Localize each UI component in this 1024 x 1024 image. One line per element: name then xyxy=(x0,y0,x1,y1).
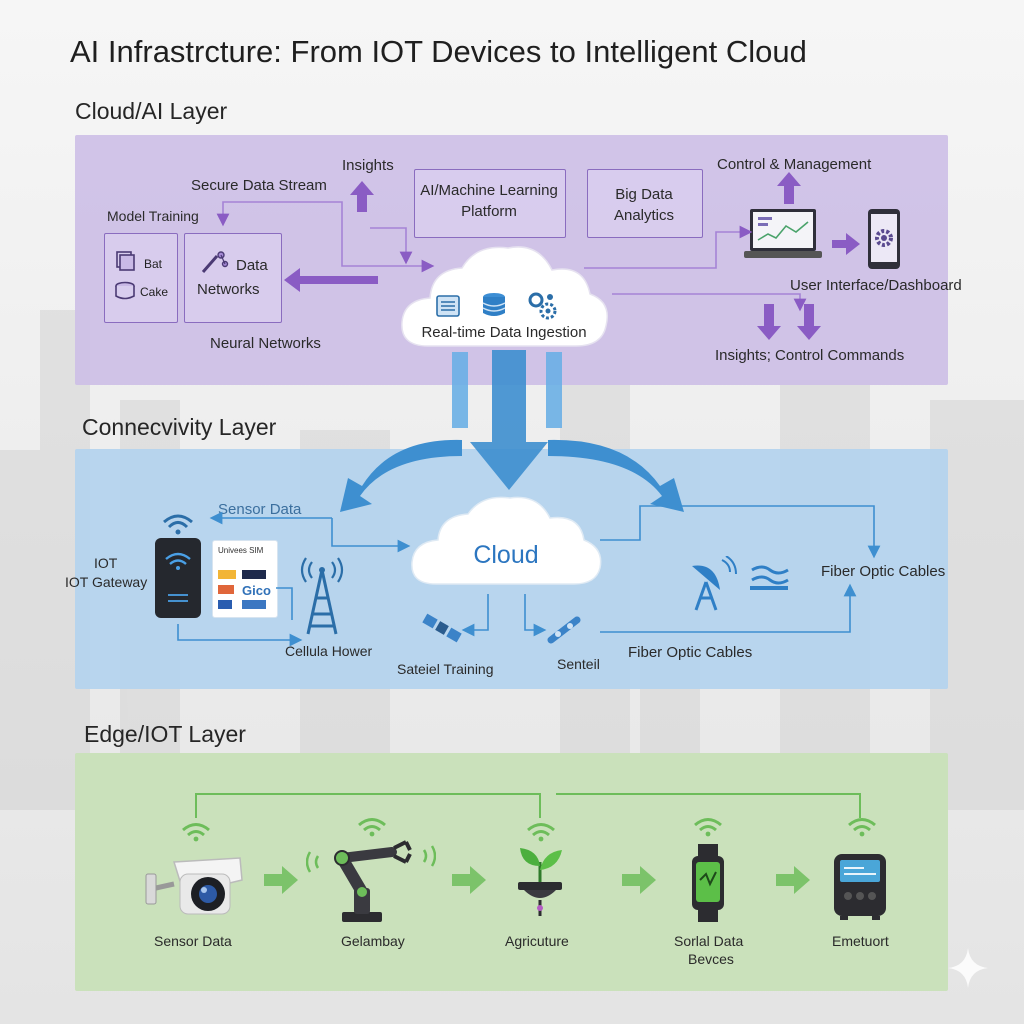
storage-tray-icon xyxy=(115,281,135,300)
robot-wifi-icon xyxy=(358,818,386,837)
gear-nodes-icon xyxy=(528,292,557,320)
meter-wifi-icon xyxy=(848,818,876,837)
neural-networks-label: Neural Networks xyxy=(210,335,321,352)
cellular-tower-icon xyxy=(300,557,344,635)
model-training-label: Model Training xyxy=(107,208,199,224)
cake-label: Cake xyxy=(140,285,169,299)
cellular-tower-label: Cellula Hower xyxy=(285,643,373,659)
satellite-training-label: Sateiel Training xyxy=(397,661,494,677)
cloud-layer-heading: Cloud/AI Layer xyxy=(75,98,228,124)
edge-device-label-2: Agricuture xyxy=(505,933,569,949)
network-pencil-icon xyxy=(201,251,229,273)
control-management-label: Control & Management xyxy=(717,156,872,173)
real-time-ingestion-label: Real-time Data Ingestion xyxy=(421,324,587,341)
big-data-box xyxy=(587,169,703,238)
sim-title: Univees SIM xyxy=(218,546,264,555)
phone-settings-icon xyxy=(868,209,900,269)
senteil-label: Senteil xyxy=(557,656,600,672)
sim-logo-wide xyxy=(242,600,266,609)
connectivity-cloud-shape xyxy=(411,496,602,585)
plant-sensor-icon xyxy=(518,848,562,916)
edge-device-label-4: Emetuort xyxy=(832,933,889,949)
gateway-wifi-icon xyxy=(163,514,193,535)
insights-control-commands-label: Insights; Control Commands xyxy=(715,347,905,364)
page-title: AI Infrastrcture: From IOT Devices to In… xyxy=(70,34,807,69)
security-camera-icon xyxy=(145,857,243,915)
data-networks-box xyxy=(184,233,282,323)
satellite-icon xyxy=(422,613,462,643)
model-training-box xyxy=(104,233,178,323)
fiber-optic-cables-right-label: Fiber Optic Cables xyxy=(821,563,946,580)
plant-wifi-icon xyxy=(527,823,555,842)
smartwatch-icon xyxy=(692,844,724,922)
data-label: Data xyxy=(236,257,268,274)
connectivity-layer-heading: Connecvivity Layer xyxy=(82,414,277,440)
big-data-line2: Analytics xyxy=(613,207,675,224)
sim-logo-orange xyxy=(218,585,234,594)
bat-label: Bat xyxy=(144,257,163,271)
edge-device-label-0: Sensor Data xyxy=(154,933,232,949)
cloud-label: Cloud xyxy=(473,541,539,569)
iot-gateway-label: IOT Gateway xyxy=(65,574,148,590)
edge-device-label-1: Gelambay xyxy=(341,933,405,949)
networks-label: Networks xyxy=(197,281,260,298)
insights-label: Insights xyxy=(342,157,394,174)
smart-meter-icon xyxy=(834,854,886,920)
fiber-optic-cables-bottom-label: Fiber Optic Cables xyxy=(628,644,753,661)
sim-logo-blue xyxy=(218,600,232,609)
sim-logo-yellow xyxy=(218,570,236,579)
watch-wifi-icon xyxy=(694,818,722,837)
user-interface-dashboard-label: User Interface/Dashboard xyxy=(790,277,962,294)
laptop-dashboard-icon xyxy=(744,209,822,258)
satellite-dish-icon xyxy=(692,556,737,611)
iot-gateway-device-icon xyxy=(155,538,201,618)
sim-logo-dark xyxy=(242,570,266,579)
edge-device-label-3: Sorlal Data xyxy=(674,933,744,949)
sensor-data-label: Sensor Data xyxy=(218,501,302,518)
documents-icon xyxy=(116,251,135,271)
ml-platform-box xyxy=(414,169,566,238)
fiber-cable-icon xyxy=(750,565,789,590)
ml-platform-line1: AI/Machine Learning xyxy=(420,182,558,199)
secure-data-stream-label: Secure Data Stream xyxy=(191,177,327,194)
edge-device-label-3b: Bevces xyxy=(688,951,734,967)
camera-wifi-icon xyxy=(182,823,210,842)
database-icon xyxy=(482,293,506,316)
robot-arm-icon xyxy=(306,840,436,922)
server-rack-icon xyxy=(436,295,460,317)
sensor-link-icon xyxy=(547,616,581,644)
sparkle-mark xyxy=(948,948,988,988)
edge-layer-heading: Edge/IOT Layer xyxy=(84,721,246,747)
iot-label: IOT xyxy=(94,555,118,571)
sim-logo-gico: Gico xyxy=(242,583,271,598)
ml-platform-line2: Platform xyxy=(461,203,517,220)
big-data-line1: Big Data xyxy=(615,186,673,203)
